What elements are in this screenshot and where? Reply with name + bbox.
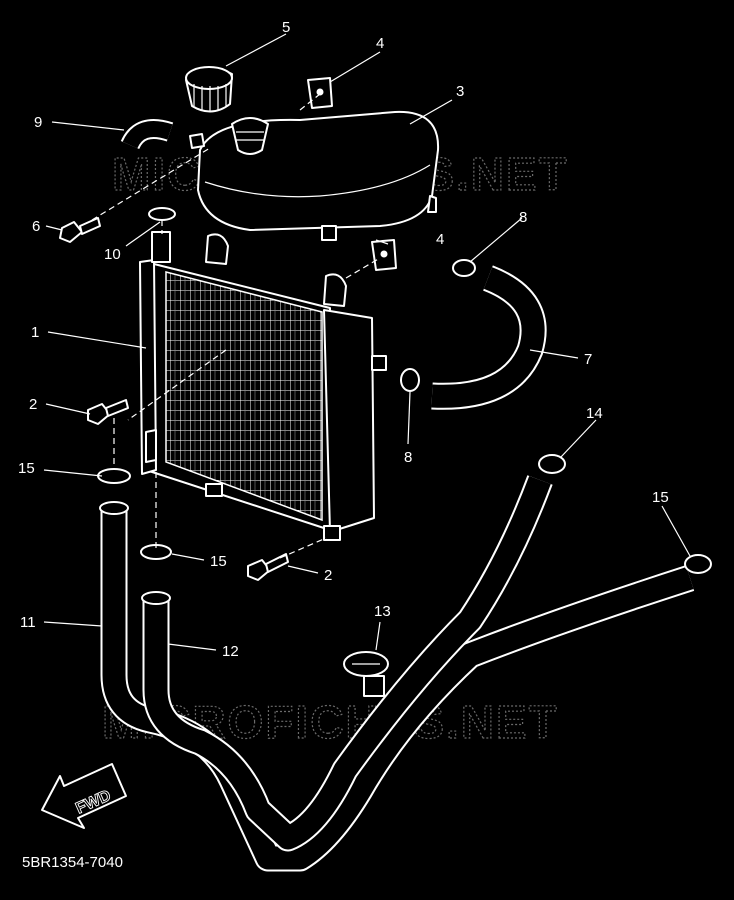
callout-15-middle: 15 (210, 553, 227, 570)
callout-4-upper: 4 (376, 35, 384, 52)
radiator (139, 231, 387, 541)
bolt-6 (59, 217, 101, 243)
callout-15-right: 15 (652, 489, 669, 506)
callout-10: 10 (104, 246, 121, 263)
clamp-14 (538, 454, 566, 474)
breather-hose (120, 119, 174, 150)
callout-4-lower: 4 (436, 231, 444, 248)
callout-3: 3 (456, 83, 464, 100)
hose-12-end (141, 591, 171, 605)
callout-8-upper: 8 (519, 209, 527, 226)
clamp-13 (343, 651, 389, 697)
hose-7 (431, 265, 547, 410)
callout-11: 11 (20, 614, 36, 631)
callouts: 1 2 2 3 4 4 5 6 7 8 8 9 10 11 12 13 14 1… (18, 19, 669, 660)
drawing-code: 5BR1354-7040 (22, 854, 123, 871)
hose-11-end (99, 501, 129, 515)
clamp-8-lower (400, 368, 420, 392)
callout-9: 9 (34, 114, 42, 131)
callout-7: 7 (584, 351, 592, 368)
callout-14: 14 (586, 405, 603, 422)
clip-4-lower (371, 239, 397, 271)
leader-lines (43, 33, 691, 651)
clamp-15-left (97, 468, 131, 484)
assembly-guides (91, 93, 381, 559)
bolt-2-upper (87, 399, 129, 425)
callout-13: 13 (374, 603, 391, 620)
callout-1: 1 (31, 324, 39, 341)
clamp-15-right (684, 554, 712, 574)
callout-12: 12 (222, 643, 239, 660)
callout-2-lower: 2 (324, 567, 332, 584)
callout-8-lower: 8 (404, 449, 412, 466)
clip-4-upper (307, 77, 333, 109)
callout-15-left: 15 (18, 460, 35, 477)
hose-12 (142, 475, 553, 852)
fwd-arrow: FWD (41, 763, 127, 829)
callout-2-upper: 2 (29, 396, 37, 413)
filler-cap (185, 66, 233, 113)
reservoir-tank (189, 110, 440, 241)
clamp-10 (148, 207, 176, 221)
callout-5: 5 (282, 19, 290, 36)
bolt-2-lower (247, 553, 289, 581)
clamp-8-upper (452, 259, 476, 277)
callout-6: 6 (32, 218, 40, 235)
